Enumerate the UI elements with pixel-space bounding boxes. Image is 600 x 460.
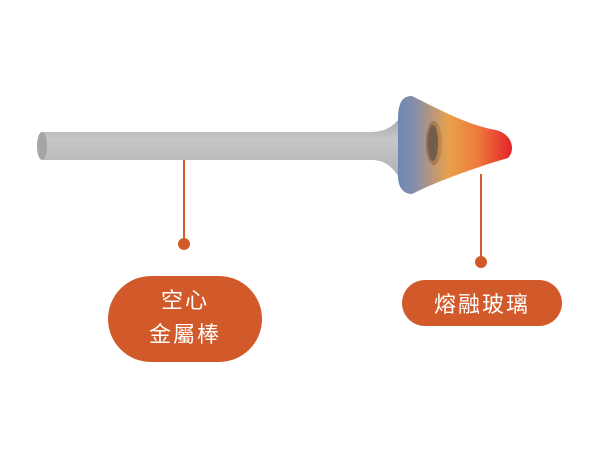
rod-end <box>37 132 47 160</box>
molten-glass-label: 熔融玻璃 <box>402 280 562 326</box>
hollow-metal-rod-label-line1: 空心 <box>160 289 209 314</box>
molten-glass-label-text: 熔融玻璃 <box>433 293 530 318</box>
rod-leader-dot <box>178 238 190 250</box>
hollow-metal-rod-label: 空心 金屬棒 <box>108 276 262 362</box>
glass-opening <box>428 125 438 161</box>
glass-leader-dot <box>475 256 487 268</box>
hollow-metal-rod-label-line2: 金屬棒 <box>148 323 221 348</box>
metal-rod <box>39 120 398 176</box>
molten-glass-blob <box>398 96 512 194</box>
